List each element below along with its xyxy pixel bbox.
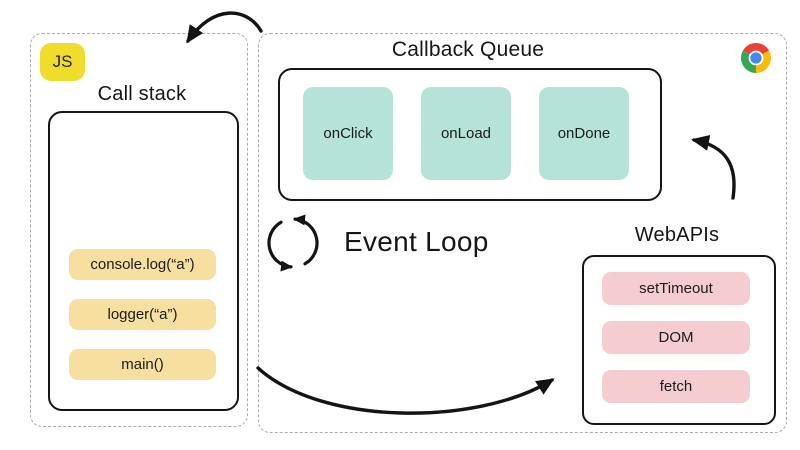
- stack-frame: main(): [69, 349, 216, 380]
- browser-panel: [258, 33, 787, 433]
- queue-item: onLoad: [421, 87, 511, 180]
- webapi-item: fetch: [602, 370, 750, 403]
- webapis-title: WebAPIs: [634, 224, 720, 246]
- queue-item: onClick: [303, 87, 393, 180]
- stack-frame: logger(“a”): [69, 299, 216, 330]
- js-runtime-panel: [30, 33, 248, 427]
- queue-item: onDone: [539, 87, 629, 180]
- js-badge: JS: [40, 43, 85, 81]
- call-stack-title: Call stack: [97, 83, 187, 105]
- stack-frame: console.log(“a”): [69, 249, 216, 280]
- webapi-item: DOM: [602, 321, 750, 354]
- callback-queue-title: Callback Queue: [391, 38, 545, 61]
- event-loop-label: Event Loop: [344, 226, 489, 257]
- webapi-item: setTimeout: [602, 272, 750, 305]
